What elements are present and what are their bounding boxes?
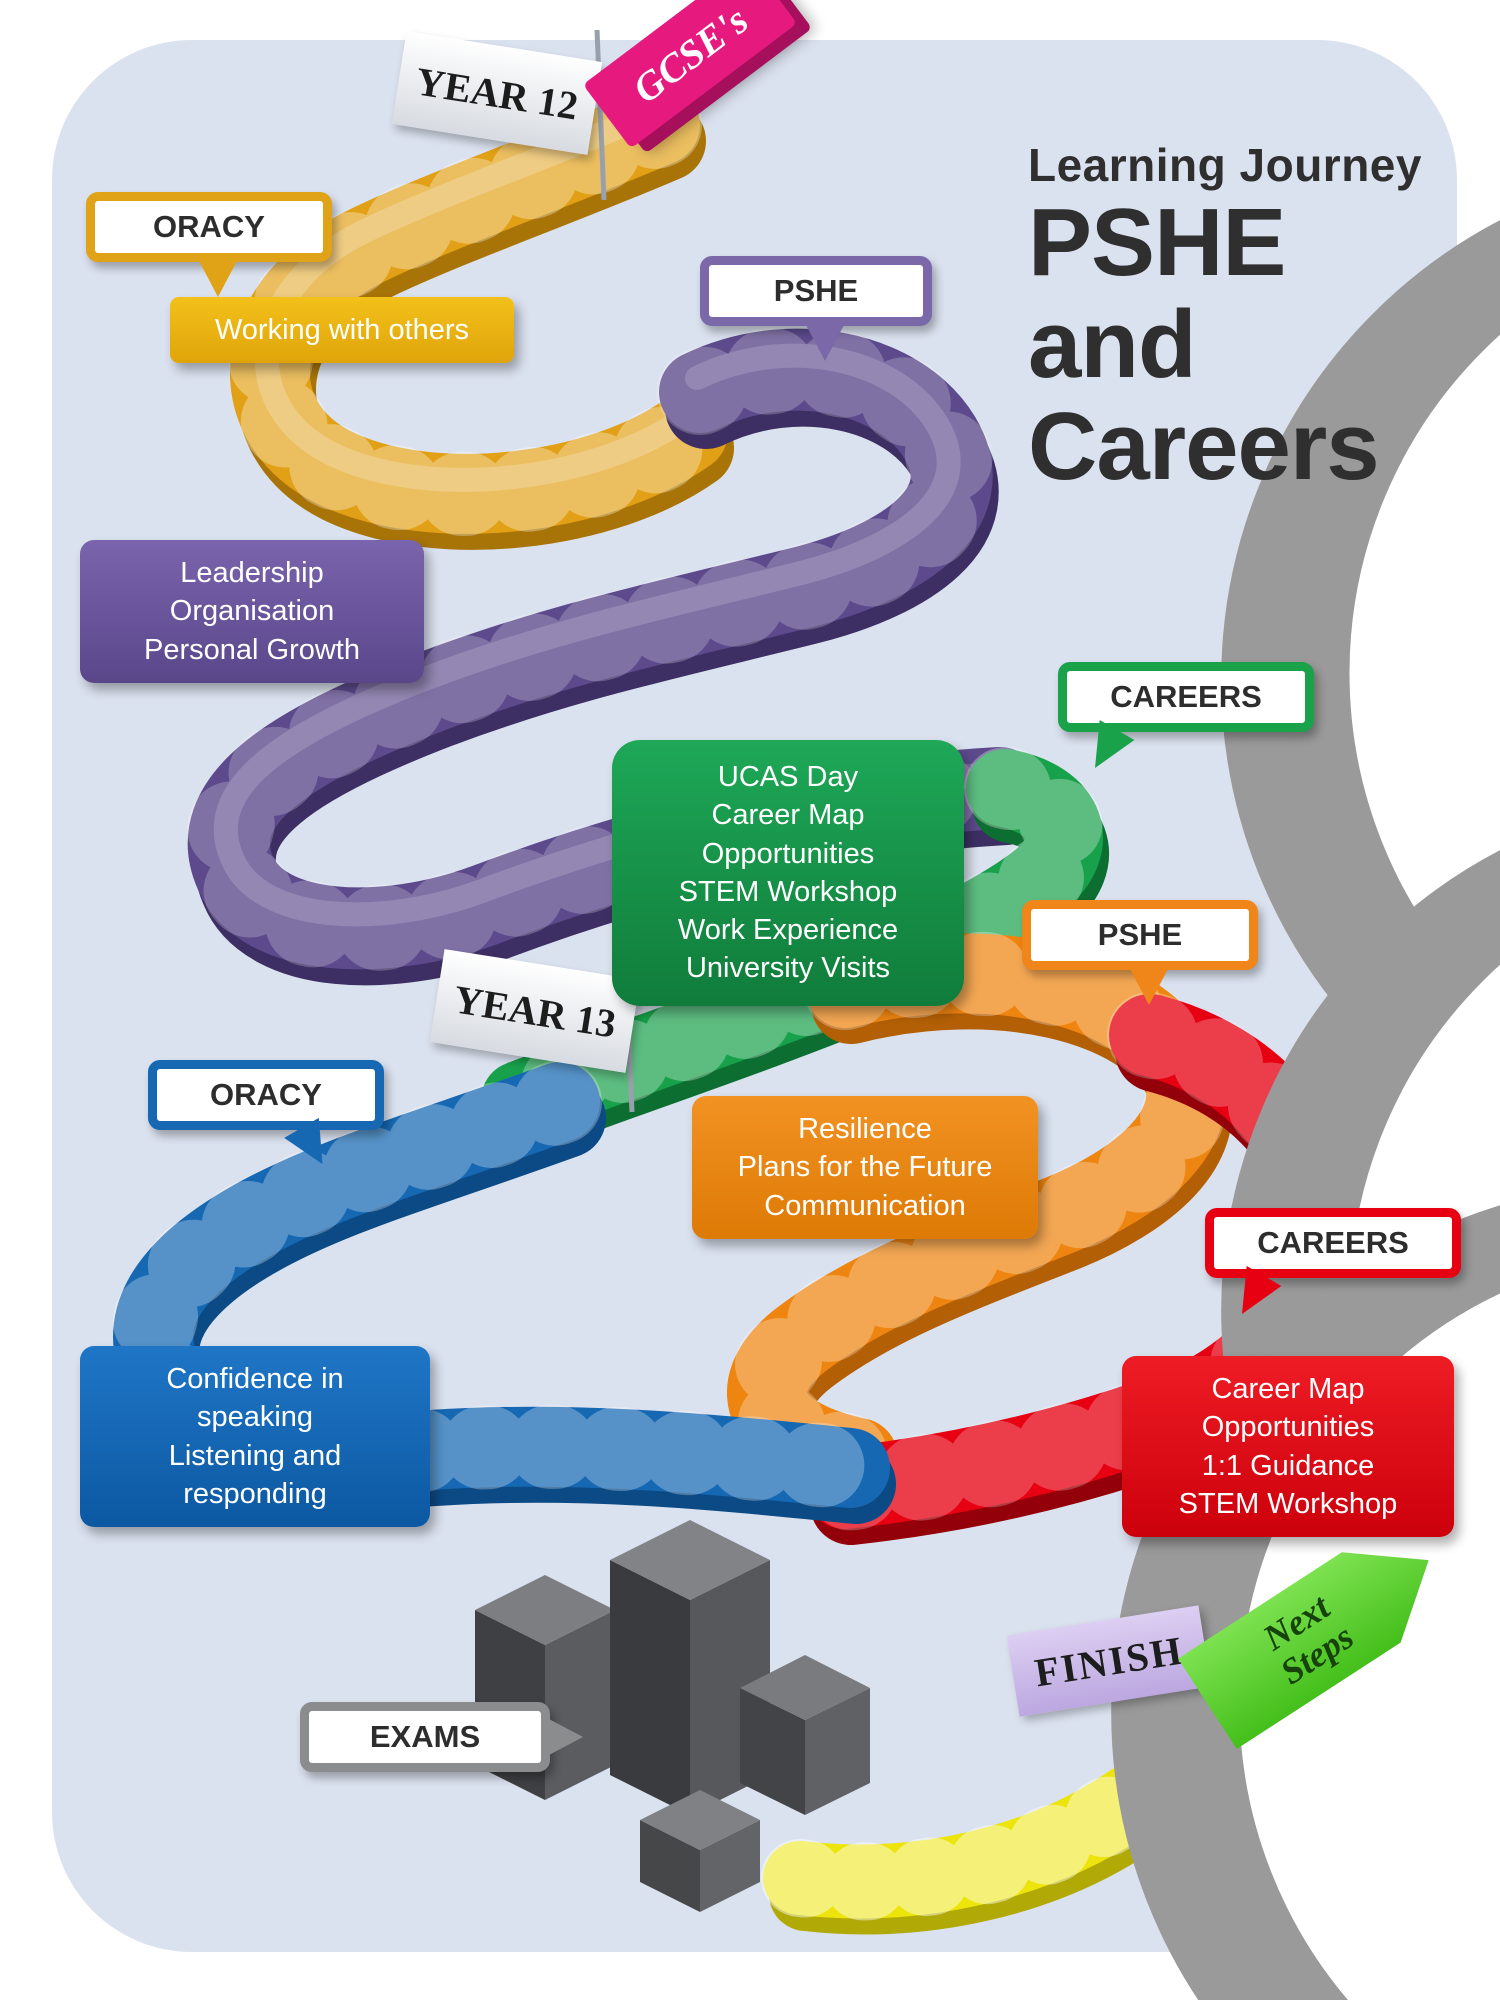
- label-oracy-year12: ORACY: [86, 192, 332, 297]
- callout-line: Career Map: [1211, 1373, 1365, 1405]
- title-line1: PSHE and: [1028, 189, 1286, 398]
- label-pshe-year12-text: PSHE: [773, 273, 859, 308]
- callout-line: Plans for the Future: [737, 1151, 993, 1184]
- callout-line: STEM Workshop: [678, 875, 898, 908]
- callout-line: Opportunities: [701, 837, 875, 870]
- exam-blocks: [475, 1520, 870, 1912]
- flag-year12-label: YEAR 12: [412, 58, 582, 128]
- label-careers-year12: CAREERS: [1058, 662, 1314, 779]
- callout-oracy-year12: Working with others: [170, 297, 514, 364]
- pointer: [805, 323, 846, 361]
- label-oracy-year13: ORACY: [148, 1060, 384, 1175]
- label-careers-year13-text: CAREERS: [1257, 1225, 1409, 1260]
- label-oracy-year13-text: ORACY: [210, 1077, 322, 1112]
- callout-line: Communication: [764, 1189, 966, 1222]
- pointer: [549, 1719, 583, 1755]
- callout-line: Career Map: [711, 799, 865, 832]
- label-pshe-year12: PSHE: [700, 256, 932, 361]
- title-line2: Careers: [1028, 392, 1380, 500]
- callout-line: STEM Workshop: [1178, 1487, 1398, 1520]
- flag-finish-label: FINISH: [1031, 1627, 1187, 1695]
- callout-pshe-year13: Resilience Plans for the Future Communic…: [692, 1096, 1038, 1239]
- callout-line: Working with others: [214, 314, 470, 346]
- callout-pshe-year12: Leadership Organisation Personal Growth: [80, 540, 424, 683]
- label-careers-year12-text: CAREERS: [1110, 679, 1262, 714]
- pointer: [197, 259, 238, 297]
- callout-line: Confidence in: [166, 1363, 344, 1395]
- page-title: Learning Journey PSHE and Careers: [1028, 138, 1448, 497]
- callout-line: Organisation: [169, 595, 335, 628]
- title-eyebrow: Learning Journey: [1028, 139, 1422, 191]
- label-careers-year13: CAREERS: [1205, 1208, 1461, 1325]
- label-exams: EXAMS: [300, 1702, 583, 1772]
- callout-line: Personal Growth: [144, 633, 360, 666]
- callout-line: responding: [183, 1477, 327, 1510]
- label-oracy-year12-text: ORACY: [153, 209, 265, 244]
- pointer: [1129, 967, 1170, 1005]
- callout-careers-year12: UCAS Day Career Map Opportunities STEM W…: [612, 740, 964, 1006]
- callout-careers-year13: Career Map Opportunities 1:1 Guidance ST…: [1122, 1356, 1454, 1538]
- callout-line: 1:1 Guidance: [1201, 1449, 1375, 1482]
- callout-oracy-year13: Confidence in speaking Listening and res…: [80, 1346, 430, 1528]
- callout-line: Listening and: [168, 1439, 342, 1472]
- callout-line: UCAS Day: [717, 761, 859, 793]
- label-exams-text: EXAMS: [369, 1719, 481, 1754]
- label-pshe-year13: PSHE: [1022, 900, 1258, 1005]
- callout-line: Leadership: [180, 557, 324, 589]
- year12-flag-pole: [594, 29, 607, 201]
- callout-line: Work Experience: [677, 914, 899, 947]
- callout-line: Opportunities: [1201, 1411, 1375, 1444]
- callout-line: University Visits: [685, 952, 891, 985]
- label-pshe-year13-text: PSHE: [1097, 917, 1183, 952]
- flag-year13-label: YEAR 13: [450, 976, 620, 1046]
- callout-line: Resilience: [798, 1113, 932, 1145]
- callout-line: speaking: [196, 1401, 314, 1434]
